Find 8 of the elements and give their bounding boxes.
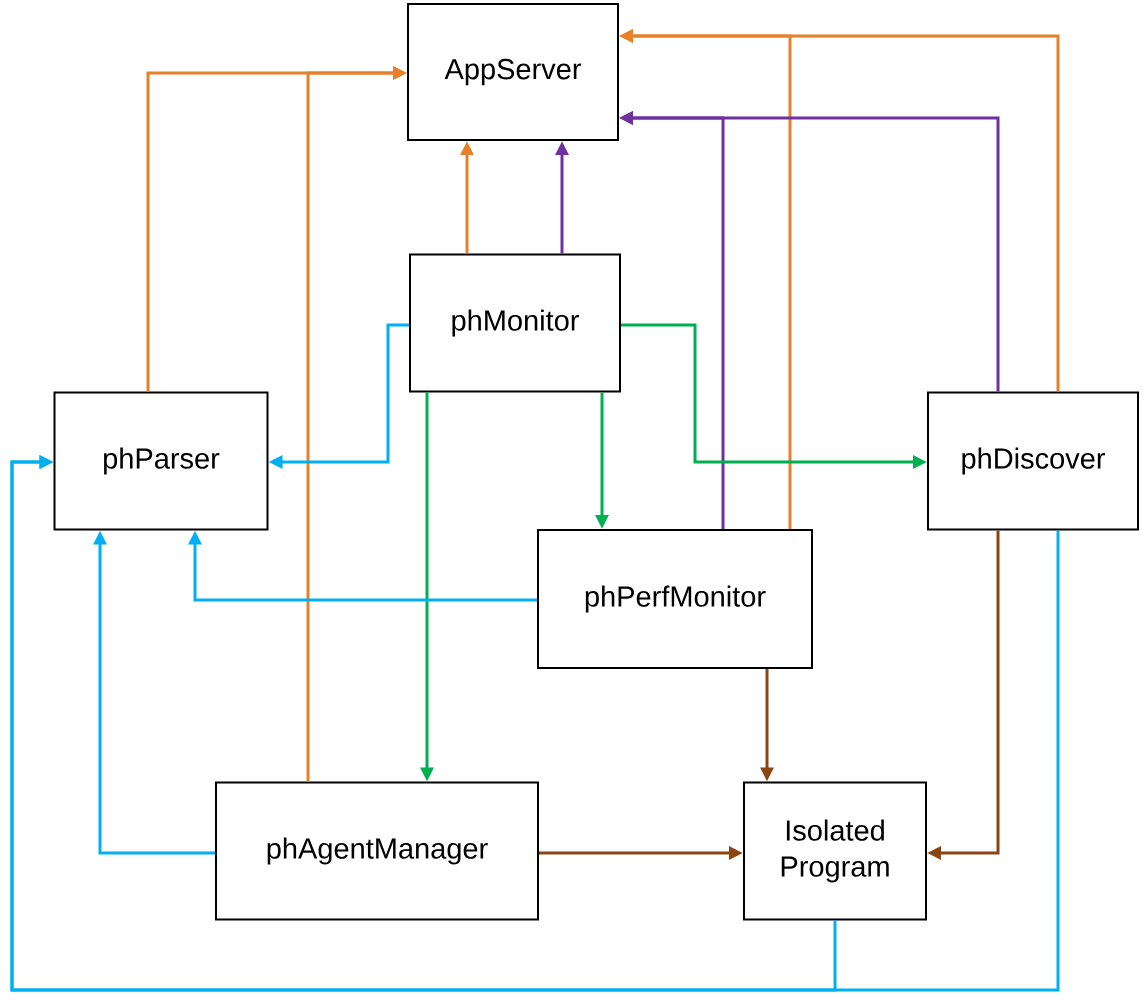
arrow xyxy=(10,455,1060,992)
process-box: phDiscover xyxy=(927,391,1139,531)
process-box: AppServer xyxy=(407,3,619,141)
process-box: phMonitor xyxy=(409,253,621,393)
process-box: phParser xyxy=(53,391,269,531)
process-box: phPerfMonitor xyxy=(537,529,813,669)
process-box: Isolated Program xyxy=(743,781,927,921)
process-box: phAgentManager xyxy=(215,781,539,921)
